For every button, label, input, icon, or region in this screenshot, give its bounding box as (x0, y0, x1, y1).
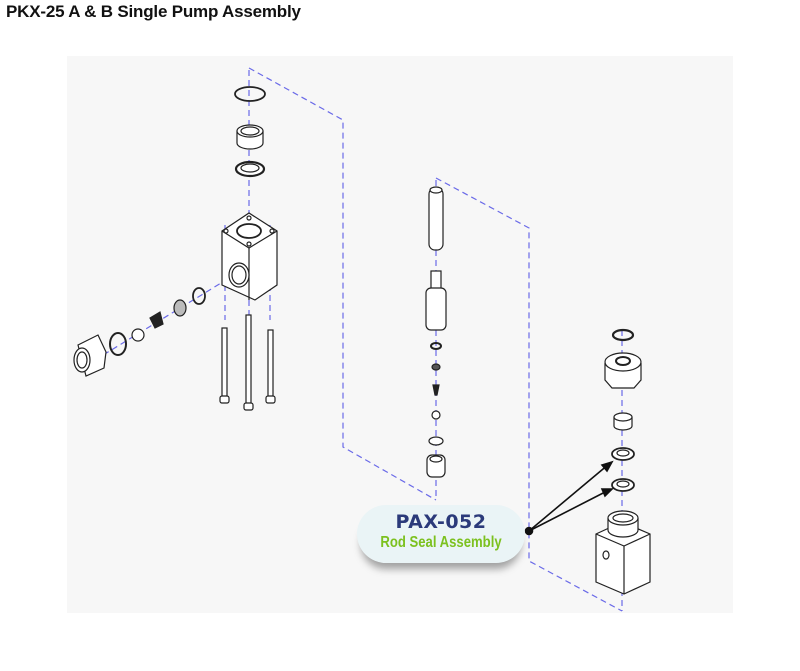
bolt-hole (223, 228, 229, 234)
tie-bolt (221, 327, 228, 399)
tie-bolt (245, 314, 252, 406)
washer (428, 436, 444, 446)
cylinder-block-port (602, 550, 610, 560)
o-ring (611, 328, 635, 342)
piston-stem (430, 270, 442, 290)
arrowhead-upper (600, 460, 614, 473)
cylinder-block-bore (612, 513, 634, 523)
tie-bolt-head (243, 402, 254, 411)
callout-description: Rod Seal Assembly (380, 534, 502, 551)
ball (131, 328, 145, 342)
tie-bolt-head (265, 395, 276, 404)
rod-seal-bore (616, 480, 630, 488)
o-ring (430, 342, 442, 350)
inlet-port-inner (231, 265, 247, 285)
axis-inlet (94, 279, 227, 361)
guide-line-mid (435, 177, 623, 612)
callout-part-number: PAX-052 (395, 511, 487, 533)
cone (432, 384, 440, 396)
spacer-top (613, 412, 633, 422)
pump-body-bore (236, 223, 262, 239)
valve-seat (173, 299, 187, 317)
piston-valve-bore (429, 455, 443, 463)
piston-group (425, 186, 447, 478)
page-title: PKX-25 A & B Single Pump Assembly (6, 2, 301, 21)
tie-bolt-head (219, 395, 230, 404)
bolt-hole (246, 215, 252, 221)
cylinder-group (595, 328, 651, 595)
inlet-fitting-bore (76, 351, 88, 369)
piston-rod (428, 187, 444, 251)
leader-line-upper (528, 463, 610, 532)
rod-seal-bore (616, 449, 630, 457)
bolt-hole (269, 228, 275, 234)
ball (431, 410, 441, 420)
seal-bore (240, 163, 260, 173)
part-callout: PAX-052 Rod Seal Assembly (357, 505, 525, 563)
seat (431, 363, 441, 371)
bushing-bore (240, 126, 260, 136)
callout-leaders (524, 460, 614, 536)
tie-bolt (267, 329, 274, 399)
packing-nut-bore (615, 356, 631, 366)
leader-anchor-dot (524, 526, 534, 536)
arrowhead-lower (600, 488, 614, 498)
guide-line-left (248, 67, 437, 501)
piston (425, 287, 447, 331)
piston-rod-thread (429, 186, 443, 194)
o-ring (109, 332, 127, 356)
bolt-hole (246, 241, 252, 247)
valve-cone (149, 311, 164, 329)
pump-body-group (73, 86, 278, 411)
inlet-retainer-ring (192, 287, 206, 305)
leader-line-lower (528, 489, 610, 532)
retaining-ring (234, 86, 266, 102)
